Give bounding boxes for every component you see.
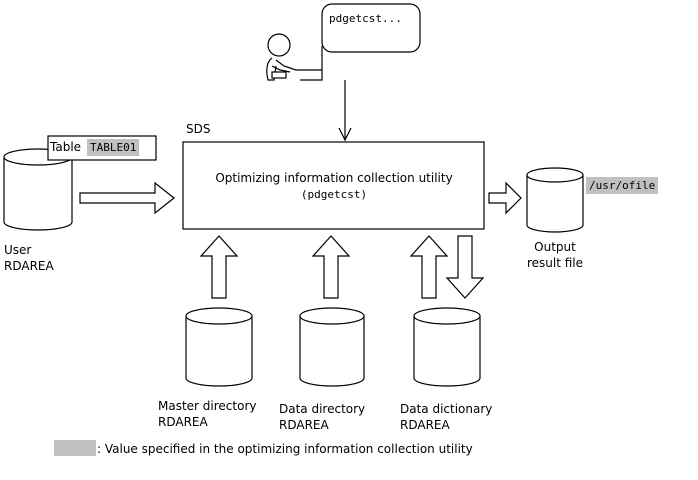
command-bubble-text: pdgetcst... <box>329 12 402 25</box>
master-directory-cylinder <box>185 307 253 387</box>
legend-text: : Value specified in the optimizing info… <box>97 442 473 456</box>
legend-swatch <box>54 440 96 456</box>
output-file-cylinder <box>526 167 584 233</box>
table-callout-prefix: Table <box>50 140 82 154</box>
output-label-line2: result file <box>526 256 584 270</box>
utility-name: Optimizing information collection utilit… <box>215 171 453 185</box>
data-dictionary-label-line2: RDAREA <box>400 418 450 432</box>
utility-box <box>182 141 485 230</box>
data-dictionary-cylinder <box>413 307 481 387</box>
master-directory-label-line1: Master directory <box>158 399 257 413</box>
arrow-utility-to-dictionary <box>445 235 485 299</box>
sds-label: SDS <box>186 122 211 136</box>
arrow-user-to-utility <box>79 181 175 215</box>
user-rdarea-label-line2: RDAREA <box>4 259 54 273</box>
output-path: /usr/ofile <box>586 177 659 194</box>
arrow-datadir-to-utility <box>311 235 351 299</box>
data-directory-label-line1: Data directory <box>279 402 366 416</box>
command-bubble <box>321 3 421 53</box>
user-rdarea-cylinder <box>3 148 73 231</box>
data-directory-label-line2: RDAREA <box>279 418 329 432</box>
utility-command: (pdgetcst) <box>300 188 368 201</box>
arrow-master-to-utility <box>199 235 239 299</box>
data-dictionary-label-line1: Data dictionary <box>400 402 493 416</box>
output-label-line1: Output <box>534 240 576 254</box>
table-callout-value: TABLE01 <box>87 139 140 156</box>
arrow-utility-to-output <box>488 181 522 215</box>
arrow-dictionary-to-utility <box>409 235 449 299</box>
arrow-command-to-utility <box>338 80 352 142</box>
operator-icon <box>266 33 323 81</box>
master-directory-label-line2: RDAREA <box>158 415 208 429</box>
data-directory-cylinder <box>299 307 365 387</box>
user-rdarea-label-line1: User <box>4 243 32 257</box>
